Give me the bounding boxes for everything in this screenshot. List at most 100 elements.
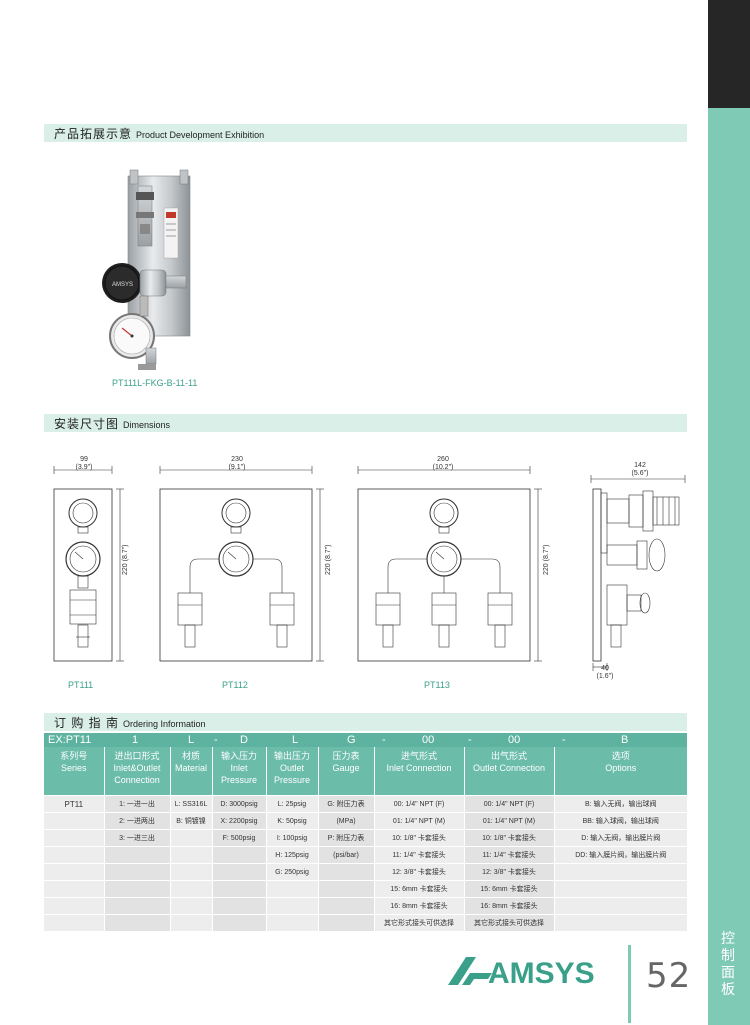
table-cell: 2: 一进两出 [103, 812, 170, 830]
drawing-pt113 [357, 466, 542, 662]
product-photo: AMSYS [102, 169, 191, 370]
table-cell [211, 846, 266, 864]
table-cell: 01: 1/4" NPT (M) [463, 812, 554, 830]
code-sep-1: - [214, 734, 218, 746]
table-cell: D: 输入无阀，输出膜片阀 [553, 829, 687, 847]
page-divider [628, 945, 631, 1023]
dim-pt112-width: 230(9.1") [228, 456, 246, 471]
table-cell: D: 3000psig [211, 795, 266, 813]
header-zh: 压力表 [332, 751, 360, 761]
header-en: Inlet Connection [386, 763, 452, 773]
table-cell [44, 812, 104, 830]
table-cell [103, 846, 170, 864]
header-en: Outlet Connection [472, 763, 546, 773]
code-part-1: 1 [132, 734, 139, 746]
table-cell: 12: 3/8" 卡套接头 [373, 863, 464, 881]
table-cell: 15: 6mm 卡套接头 [463, 880, 554, 898]
table-cell [211, 863, 266, 881]
drawing-pt112 [159, 466, 324, 662]
product-caption: PT111L-FKG-B-11-11 [112, 378, 198, 388]
sidebar-vertical-text: 控制面板 [721, 930, 735, 997]
table-cell [265, 914, 318, 931]
table-cell [211, 880, 266, 898]
table-cell [169, 880, 212, 898]
table-cell: 16: 8mm 卡套接头 [463, 897, 554, 915]
table-cell: L: SS316L [169, 795, 212, 813]
table-cell: 16: 8mm 卡套接头 [373, 897, 464, 915]
table-cell: 3: 一进三出 [103, 829, 170, 847]
dim-pt111-width: 99(3.9") [75, 456, 93, 471]
table-cell [44, 829, 104, 847]
table-header-cell: 输出压力 Outlet Pressure [265, 747, 318, 796]
code-part-2: L [188, 734, 195, 746]
table-cell [317, 880, 374, 898]
table-cell [169, 863, 212, 881]
table-cell [317, 897, 374, 915]
table-cell [169, 846, 212, 864]
order-code-row: EX:PT11 1 L - D L G - 00 - 00 - B [44, 733, 687, 747]
header-zh: 选项 [611, 751, 630, 761]
table-cell: PT11 [44, 795, 104, 813]
header-zh: 输出压力 [273, 751, 310, 761]
dim-pt111-height: 220 (8.7") [122, 544, 129, 575]
code-sep-2: - [382, 734, 386, 746]
table-cell [265, 880, 318, 898]
table-cell: B: 铜镀镍 [169, 812, 212, 830]
header-en: Options [605, 763, 637, 773]
table-cell [317, 863, 374, 881]
table-cell: 1: 一进一出 [103, 795, 170, 813]
table-cell: 其它形式接头可供选择 [463, 914, 554, 931]
table-header-cell: 选项 Options [553, 747, 687, 796]
table-cell: I: 100psig [265, 829, 318, 847]
table-cell [211, 897, 266, 915]
code-part-4: L [292, 734, 299, 746]
dim-side-width: 142(5.6") [631, 462, 649, 477]
header-zh: 系列号 [60, 751, 88, 761]
code-part-5: G [347, 734, 356, 746]
header-zh: 进出口形式 [114, 751, 160, 761]
sidebar-dark-block [708, 0, 750, 108]
right-sidebar [708, 0, 750, 1025]
table-cell [44, 897, 104, 915]
table-cell: 其它形式接头可供选择 [373, 914, 464, 931]
table-cell: 00: 1/4" NPT (F) [463, 795, 554, 813]
dim-pt113-height: 220 (8.7") [543, 544, 550, 575]
table-cell: P: 附压力表 [317, 829, 374, 847]
table-cell [553, 880, 687, 898]
dim-pt113-width: 260(10.2") [432, 456, 454, 471]
table-cell: 11: 1/4" 卡套接头 [373, 846, 464, 864]
header-en: Outlet Pressure [273, 763, 310, 785]
table-cell: G: 附压力表 [317, 795, 374, 813]
table-cell: (psi/bar) [317, 846, 374, 864]
table-cell: X: 2200psig [211, 812, 266, 830]
table-row: 其它形式接头可供选择其它形式接头可供选择 [44, 914, 687, 931]
table-cell [553, 863, 687, 881]
table-cell: 00: 1/4" NPT (F) [373, 795, 464, 813]
dim-pt112-height: 220 (8.7") [325, 544, 332, 575]
table-cell: F: 500psig [211, 829, 266, 847]
table-cell: 01: 1/4" NPT (M) [373, 812, 464, 830]
header-en: Inlet Pressure [220, 763, 257, 785]
label-pt112: PT112 [222, 680, 248, 690]
table-cell: G: 250psig [265, 863, 318, 881]
code-sep-4: - [562, 734, 566, 746]
drawing-side-view [590, 475, 686, 671]
table-cell: BB: 输入球阀，输出球阀 [553, 812, 687, 830]
table-cell: 15: 6mm 卡套接头 [373, 880, 464, 898]
